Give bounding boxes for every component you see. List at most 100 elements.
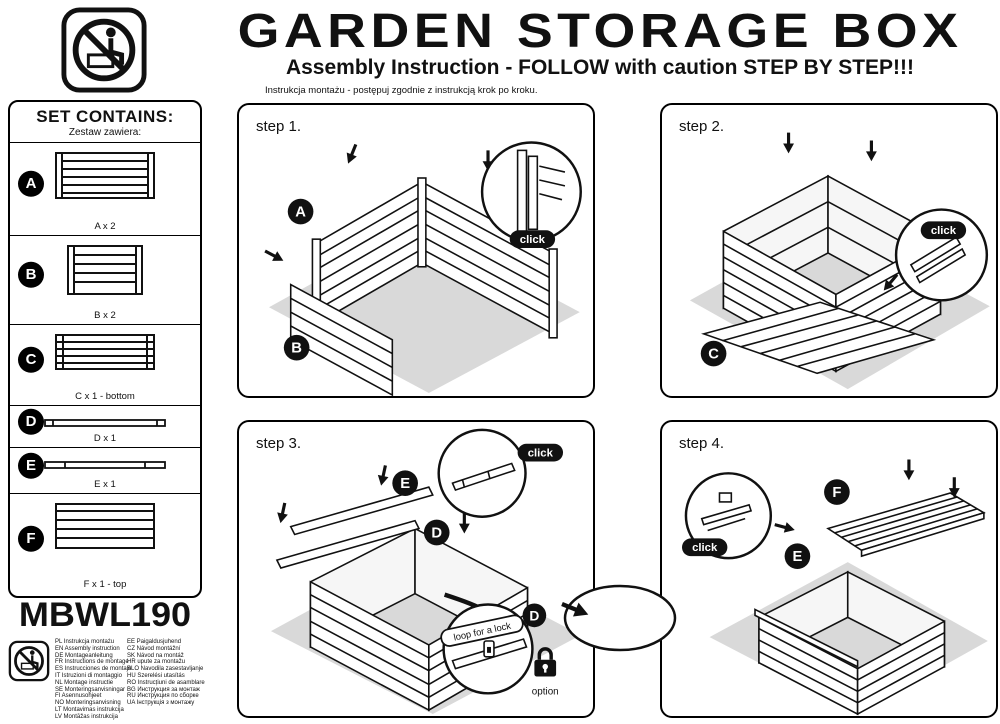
language-entry: RU Инструкция по сборке [127, 693, 199, 700]
part-row-e: E E x 1 [10, 447, 200, 493]
language-entry: BG Инструкция за монтаж [127, 686, 200, 693]
no-sit-icon [61, 7, 147, 93]
step2-panel: step 2. [660, 103, 998, 398]
detail-circle-rail: click [437, 428, 563, 518]
svg-text:D: D [529, 607, 539, 623]
click-callout: click [517, 443, 563, 462]
part-badge-e: E [18, 452, 44, 479]
language-entry: FR Instructions de montage [55, 659, 129, 666]
box-front-walls [758, 616, 946, 716]
part-row-a: A A x 2 [10, 142, 200, 235]
language-entry: PL Instrukcja montażu [55, 639, 115, 645]
rail-e [289, 486, 434, 536]
step3-illustration: click loop for a lock [270, 428, 581, 715]
svg-text:B: B [291, 341, 302, 357]
part-row-b: B B x 2 [10, 235, 200, 324]
panel-a-wall [311, 180, 423, 329]
badge-a: A [287, 198, 314, 225]
svg-text:click: click [931, 225, 957, 237]
language-entry: HR upute za montažu [127, 659, 186, 666]
part-row-f: F F x 1 - top [10, 493, 200, 593]
svg-text:E: E [792, 549, 802, 565]
model-number: MBWL190 [18, 596, 192, 634]
rail-d [275, 519, 421, 569]
badge-b: B [283, 334, 310, 361]
svg-text:A: A [295, 204, 306, 220]
arrow-icon [783, 132, 794, 154]
language-entry: LV Montāžas instrukcija [55, 713, 118, 720]
part-row-c: C C x 1 - bottom [10, 324, 200, 405]
badge-e: E [784, 543, 811, 569]
language-entry: SE Monteringsanvisningar [55, 686, 126, 693]
language-entry: RO Instrucțiuni de asamblare [127, 679, 205, 686]
part-row-d: D D x 1 [10, 405, 200, 447]
click-callout: click [682, 538, 728, 557]
set-contains-subtitle: Zestaw zawiera: [68, 127, 142, 138]
part-label-f: F x 1 - top [83, 579, 127, 590]
badge-e: E [392, 470, 418, 496]
set-contains-title: SET CONTAINS: [36, 107, 174, 126]
arrow-icon [948, 477, 960, 498]
panel-c-bottom [701, 301, 937, 375]
part-label-d: D x 1 [93, 433, 117, 444]
panel-b-wall [289, 283, 394, 396]
part-label-b: B x 2 [94, 310, 116, 321]
part-badge-c: C [18, 346, 44, 373]
arrow-icon [277, 502, 288, 524]
step3-label: step 3. [256, 435, 302, 452]
language-entry: SLO Navodila zasestavljanje [127, 666, 204, 673]
language-entry: ES Instrucciones de montaje [55, 666, 132, 673]
svg-text:click: click [692, 542, 718, 554]
set-contains-panel: SET CONTAINS: Zestaw zawiera: A A x 2 B [8, 100, 202, 598]
arrow-icon [458, 512, 470, 534]
language-list-col1: PL Instrukcja montażu EN Assembly instru… [55, 639, 132, 721]
set-contains-header: SET CONTAINS: Zestaw zawiera: [10, 102, 200, 142]
part-label-c: C x 1 - bottom [75, 391, 135, 402]
click-callout: click [509, 230, 556, 249]
part-drawing-a [55, 152, 155, 199]
part-badge-b: B [18, 261, 44, 288]
language-entry: EE Paigaldusjuhend [127, 639, 182, 645]
click-callout: click [920, 221, 967, 240]
badge-d: D [423, 519, 450, 546]
lid-f [826, 492, 986, 558]
svg-text:C: C [708, 347, 719, 363]
language-entry: UA Інструкція з монтажу [127, 700, 195, 707]
svg-text:F: F [832, 485, 841, 501]
language-entry: HU Szerelési utasítás [127, 672, 185, 679]
language-entry: FI Asennusohjeet [55, 693, 102, 700]
part-badge-a: A [18, 170, 44, 197]
part-drawing-d [44, 419, 166, 427]
part-label-e: E x 1 [94, 479, 116, 490]
assembly-subtitle: Assembly Instruction - FOLLOW with cauti… [285, 56, 915, 79]
option-label: option [532, 686, 559, 697]
page-title: GARDEN STORAGE BOX [237, 5, 963, 58]
language-entry: NL Montage instructie [55, 679, 114, 686]
detail-circle: click [894, 208, 989, 302]
arrow-icon [264, 249, 284, 261]
badge-d2: D [522, 603, 547, 628]
step1-label: step 1. [256, 118, 302, 135]
part-badge-f: F [18, 525, 44, 552]
part-drawing-e [44, 461, 166, 469]
arrow-icon [865, 140, 877, 162]
part-drawing-c [55, 334, 155, 370]
no-sit-icon-small [8, 640, 50, 682]
step1-panel: step 1. [237, 103, 595, 398]
arrow-icon [346, 143, 358, 164]
svg-text:click: click [520, 234, 546, 246]
rail-e-on-rim [754, 608, 859, 668]
detail-circle: click [682, 472, 773, 560]
part-drawing-b [67, 245, 143, 295]
part-label-a: A x 2 [94, 221, 116, 232]
language-entry: DE Montageanleitung [55, 652, 113, 659]
svg-text:D: D [431, 525, 442, 541]
arrow-icon [903, 459, 915, 481]
language-entry: EN Assembly instruction [55, 645, 120, 652]
step4-panel: step 4. [660, 420, 998, 718]
language-entry: SK Návod na montáž [127, 652, 184, 659]
step1-illustration: click A B [264, 141, 582, 396]
language-entry: LT Montavimas instrukcija [55, 706, 124, 713]
arrow-icon [883, 273, 899, 291]
